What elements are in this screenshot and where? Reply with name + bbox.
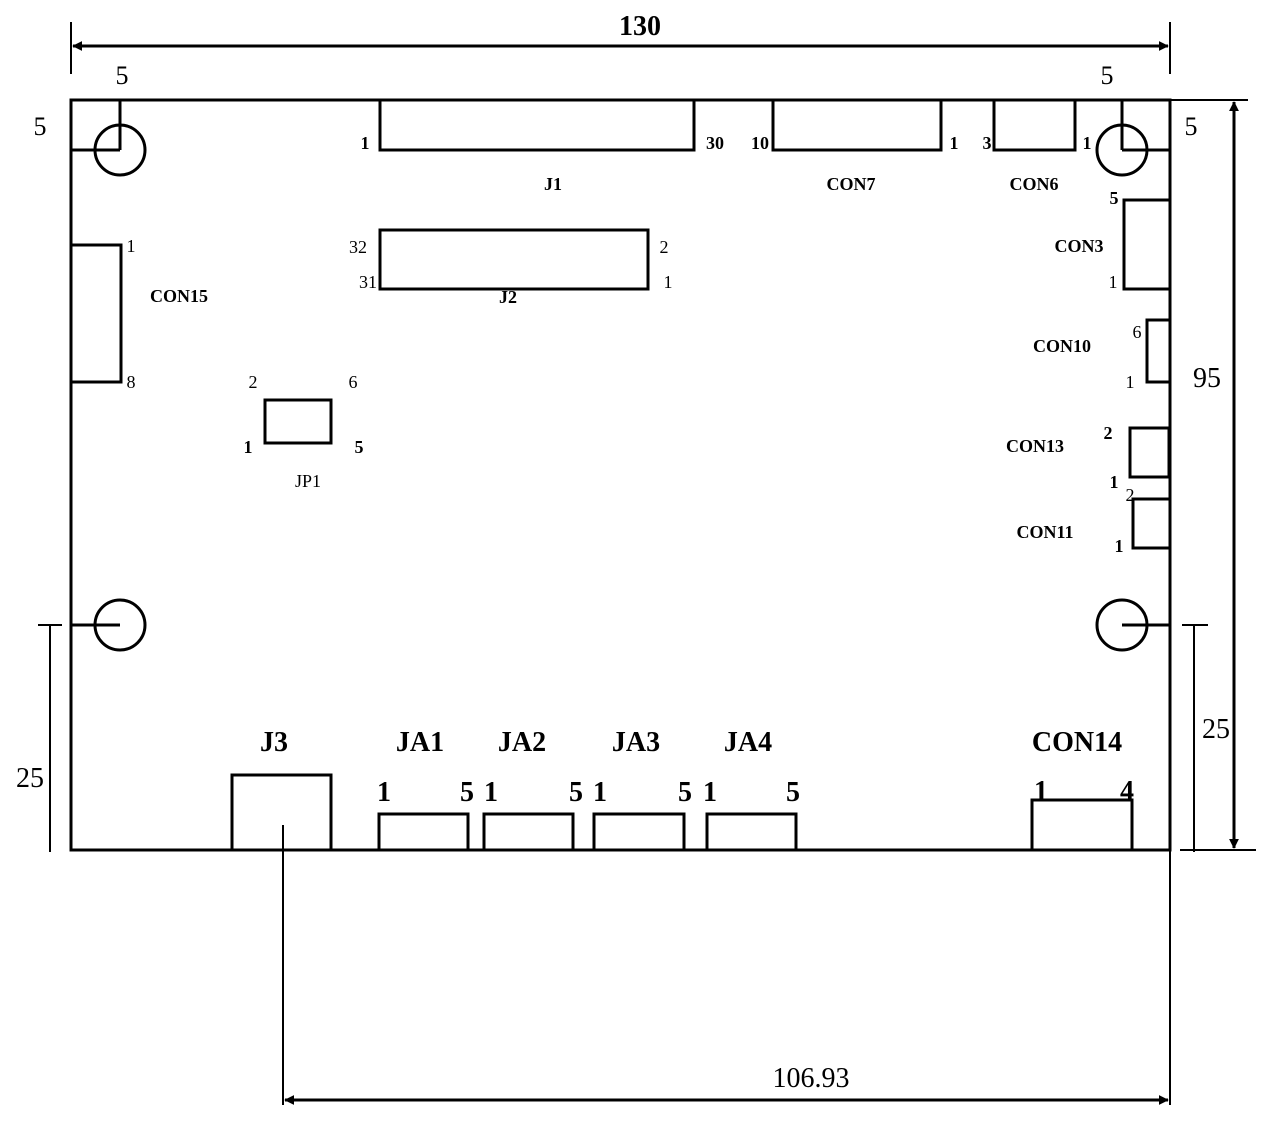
dimension-bottom-width: 106.93: [282, 825, 1171, 1105]
con7-pin-b: 1: [950, 133, 959, 153]
con10-pin-top: 6: [1133, 322, 1142, 342]
ja2-pin-b: 5: [569, 777, 583, 808]
connector-con13: 2 1 CON13: [1006, 423, 1171, 492]
j2-pin-bl: 31: [359, 272, 377, 292]
j1-label: J1: [544, 174, 562, 194]
con6-label: CON6: [1010, 174, 1059, 194]
con10-label: CON10: [1033, 336, 1091, 356]
j2-pin-tl: 32: [349, 237, 367, 257]
con13-pin-top: 2: [1104, 423, 1113, 443]
con10-pin-bottom: 1: [1126, 372, 1135, 392]
connector-j2: 32 31 2 1 J2: [349, 228, 673, 307]
ja2-label: JA2: [498, 727, 546, 758]
con14-label: CON14: [1032, 727, 1122, 758]
ja4-label: JA4: [724, 727, 772, 758]
con15-pin-bottom: 8: [127, 372, 136, 392]
con11-label: CON11: [1016, 522, 1073, 542]
hole-tr-x-label: 5: [1101, 61, 1114, 90]
j3-label: J3: [260, 727, 288, 758]
ja1-pin-a: 1: [377, 777, 391, 808]
con6-pin-b: 1: [1083, 133, 1092, 153]
ja2-pin-a: 1: [484, 777, 498, 808]
dim-top-width-label: 130: [619, 11, 661, 42]
connector-con7: 10 1 CON7: [751, 98, 959, 194]
dim-bottom-width-label: 106.93: [773, 1063, 850, 1094]
mounting-hole-bottom-right: [1095, 598, 1170, 652]
con11-pin-bottom: 1: [1115, 536, 1124, 556]
jp1-label: JP1: [295, 471, 321, 491]
con15-label: CON15: [150, 286, 208, 306]
connector-ja4: JA4 1 5: [703, 727, 800, 852]
ja4-pin-b: 5: [786, 777, 800, 808]
connector-con14: CON14 1 4: [1030, 727, 1134, 852]
connector-j1: 1 30 J1: [361, 98, 724, 194]
ja3-pin-b: 5: [678, 777, 692, 808]
connector-ja3: JA3 1 5: [592, 727, 692, 852]
j2-pin-br: 1: [664, 272, 673, 292]
jp1-pin-tl: 2: [249, 372, 258, 392]
ja1-label: JA1: [396, 727, 444, 758]
con14-pin-a: 1: [1034, 776, 1048, 807]
ja4-pin-a: 1: [703, 777, 717, 808]
con13-pin-bottom: 1: [1110, 472, 1119, 492]
connector-j3: J3: [230, 727, 333, 852]
j1-pin-b: 30: [706, 133, 724, 153]
con3-pin-bottom: 1: [1109, 272, 1118, 292]
ja3-label: JA3: [612, 727, 660, 758]
j1-pin-a: 1: [361, 133, 370, 153]
connector-con6: 3 1 CON6: [983, 98, 1092, 194]
con6-pin-a: 3: [983, 133, 992, 153]
con11-pin-top: 2: [1126, 485, 1135, 505]
dimension-left-25: 25: [16, 624, 62, 852]
hole-tl-y-label: 5: [34, 112, 47, 141]
jp1-pin-tr: 6: [349, 372, 358, 392]
con15-pin-top: 1: [127, 236, 136, 256]
ja1-pin-b: 5: [460, 777, 474, 808]
con14-pin-b: 4: [1120, 776, 1134, 807]
dim-right-25-label: 25: [1202, 714, 1230, 745]
con13-label: CON13: [1006, 436, 1064, 456]
j2-pin-tr: 2: [660, 237, 669, 257]
dimension-height: 95: [1170, 99, 1256, 851]
dim-left-25-label: 25: [16, 763, 44, 794]
con3-label: CON3: [1055, 236, 1104, 256]
con3-pin-top: 5: [1110, 188, 1119, 208]
connector-con3: 5 1 CON3: [1055, 188, 1172, 292]
connector-con11: 2 1 CON11: [1016, 485, 1172, 556]
mounting-hole-bottom-left: [71, 598, 147, 652]
mounting-hole-top-right: 5 5: [1095, 61, 1198, 177]
connector-con10: 6 1 CON10: [1033, 318, 1172, 392]
dimension-top-width: 130: [70, 11, 1171, 74]
jp1-pin-br: 5: [355, 437, 364, 457]
hole-tl-x-label: 5: [116, 61, 129, 90]
con7-label: CON7: [827, 174, 876, 194]
dim-height-label: 95: [1193, 363, 1221, 394]
jp1-pin-bl: 1: [244, 437, 253, 457]
jumper-jp1: 2 6 1 5 JP1: [244, 372, 364, 491]
ja3-pin-a: 1: [593, 777, 607, 808]
connector-ja2: JA2 1 5: [482, 727, 583, 852]
connector-con15: 1 8 CON15: [69, 236, 208, 392]
mounting-hole-top-left: 5 5: [34, 61, 147, 177]
hole-tr-y-label: 5: [1185, 112, 1198, 141]
connector-ja1: JA1 1 5: [377, 727, 474, 852]
con7-pin-a: 10: [751, 133, 769, 153]
dimension-right-25: 25: [1182, 624, 1230, 852]
j2-label: J2: [499, 287, 517, 307]
